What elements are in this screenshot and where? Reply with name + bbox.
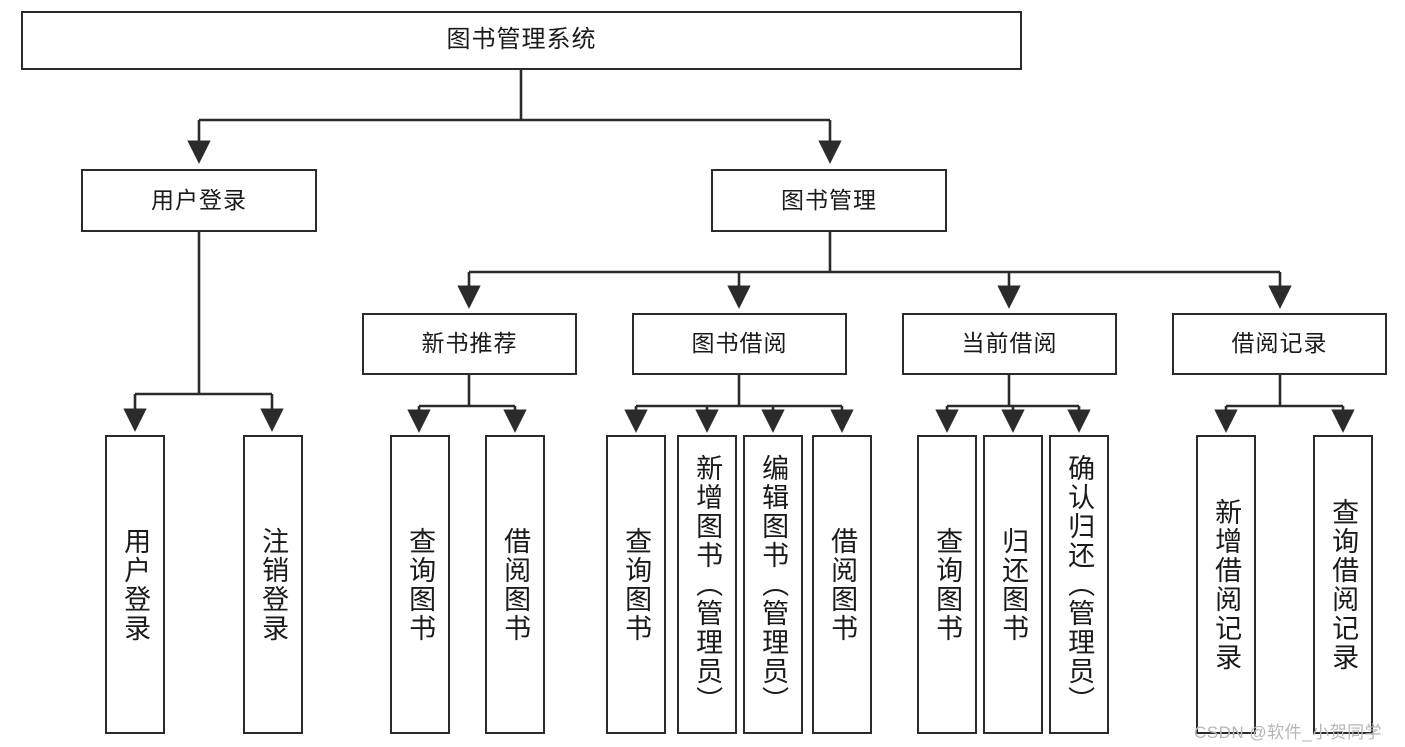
node-label: 查询图书 (621, 526, 652, 643)
leaf-user-login-logout[interactable]: 注销登录 (243, 435, 303, 734)
leaf-borrow-record-query[interactable]: 查询借阅记录 (1313, 435, 1373, 734)
node-label: 图书借阅 (691, 330, 788, 357)
node-label: 借阅图书 (827, 526, 858, 643)
node-label: 图书管理系统 (446, 26, 597, 54)
node-label: 归还图书 (998, 526, 1029, 643)
leaf-current-borrow-query[interactable]: 查询图书 (917, 435, 977, 734)
node-label: 借阅记录 (1231, 330, 1328, 357)
node-label: 查询借阅记录 (1328, 497, 1359, 672)
leaf-book-borrow-borrow[interactable]: 借阅图书 (812, 435, 872, 734)
csdn-watermark: CSDN @软件_小贺同学 (1194, 723, 1383, 742)
node-root-book-management-system[interactable]: 图书管理系统 (21, 11, 1022, 70)
node-label: 查询图书 (405, 526, 436, 643)
node-label: 确认归还（管理员） (1064, 454, 1095, 715)
leaf-current-borrow-return[interactable]: 归还图书 (983, 435, 1043, 734)
node-book-borrow[interactable]: 图书借阅 (632, 313, 847, 375)
node-label: 新书推荐 (421, 330, 518, 357)
node-label: 用户登录 (151, 186, 247, 213)
node-label: 新增图书（管理员） (692, 454, 723, 715)
node-label: 新增借阅记录 (1211, 497, 1242, 672)
leaf-new-book-query[interactable]: 查询图书 (390, 435, 450, 734)
leaf-user-login-login[interactable]: 用户登录 (105, 435, 165, 734)
node-label: 图书管理 (781, 186, 877, 213)
node-label: 编辑图书（管理员） (758, 454, 789, 715)
node-current-borrow[interactable]: 当前借阅 (902, 313, 1117, 375)
leaf-borrow-record-add[interactable]: 新增借阅记录 (1196, 435, 1256, 734)
node-book-management[interactable]: 图书管理 (711, 169, 947, 232)
node-label: 查询图书 (932, 526, 963, 643)
leaf-new-book-borrow[interactable]: 借阅图书 (485, 435, 545, 734)
node-label: 注销登录 (258, 526, 289, 643)
node-borrow-record[interactable]: 借阅记录 (1172, 313, 1387, 375)
node-label: 用户登录 (120, 526, 151, 643)
leaf-book-borrow-add[interactable]: 新增图书（管理员） (677, 435, 737, 734)
node-user-login[interactable]: 用户登录 (81, 169, 317, 232)
node-label: 借阅图书 (500, 526, 531, 643)
leaf-book-borrow-edit[interactable]: 编辑图书（管理员） (743, 435, 803, 734)
node-new-book-recommend[interactable]: 新书推荐 (362, 313, 577, 375)
leaf-book-borrow-query[interactable]: 查询图书 (606, 435, 666, 734)
node-label: 当前借阅 (961, 330, 1058, 357)
leaf-current-borrow-confirm-return[interactable]: 确认归还（管理员） (1049, 435, 1109, 734)
